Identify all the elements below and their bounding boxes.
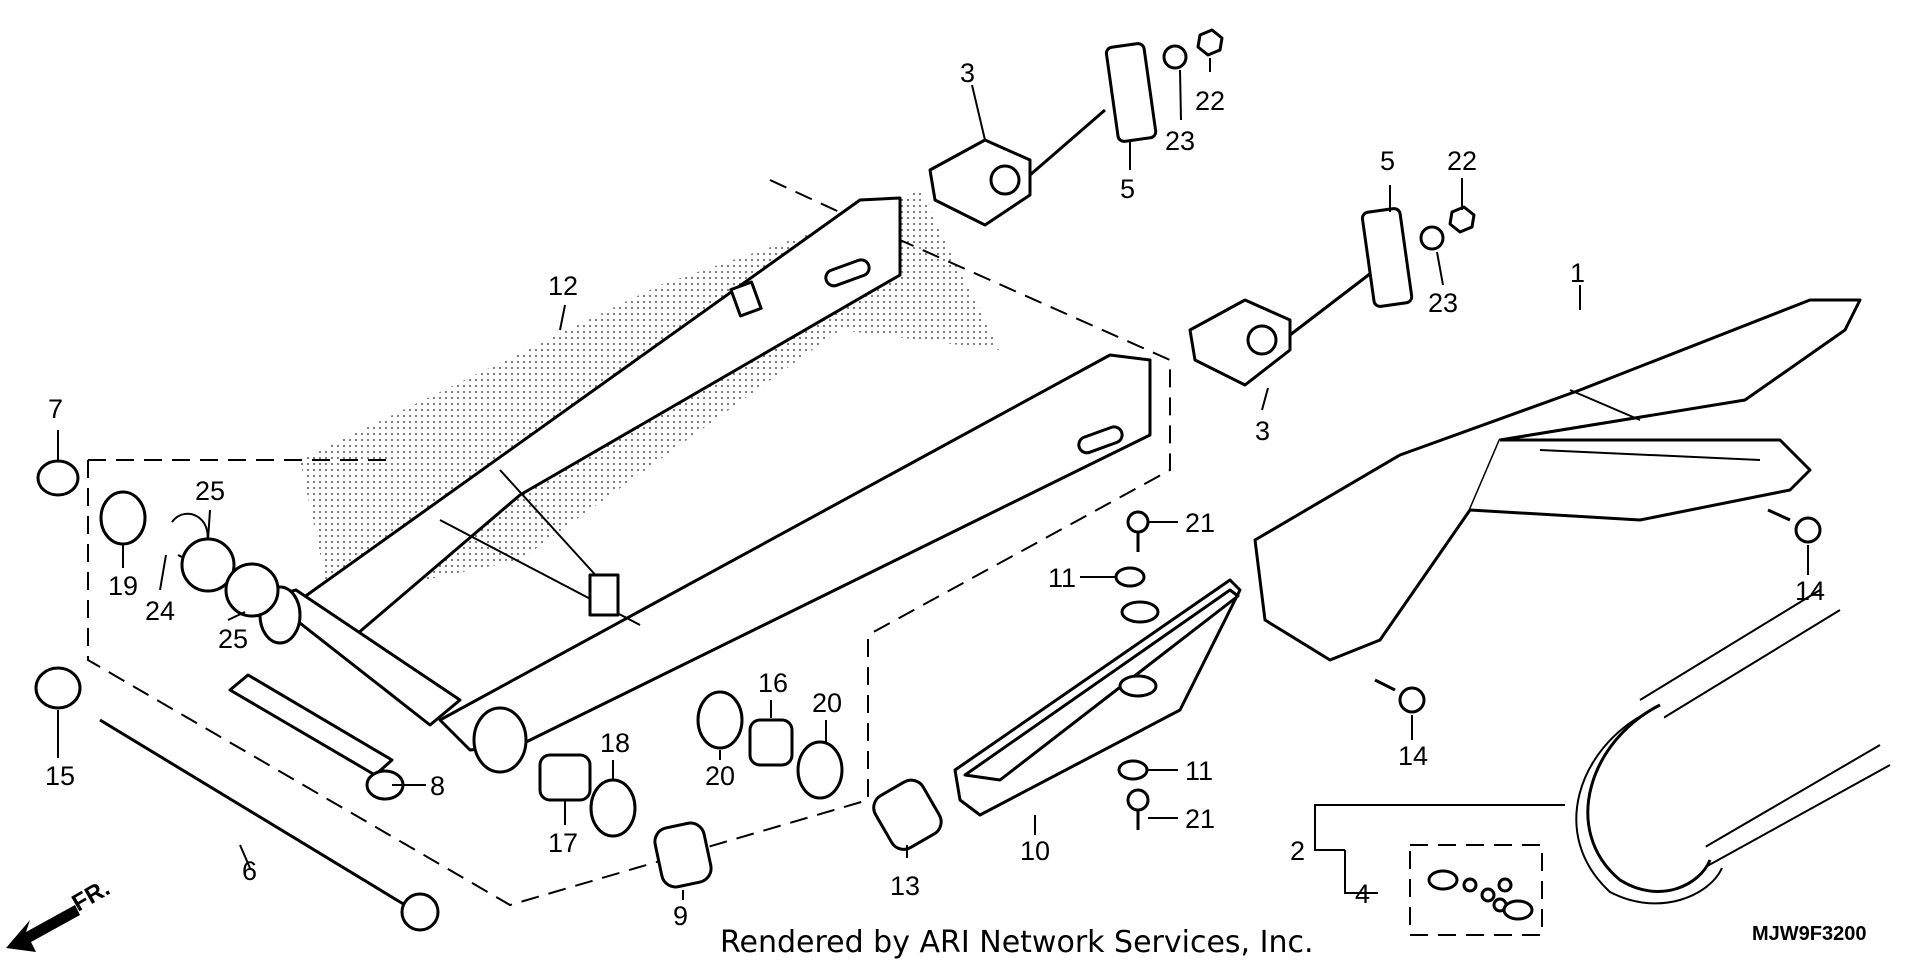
adjuster-lower [1188,268,1376,387]
callout-22-upper: 22 [1195,86,1225,116]
collar-13 [872,778,943,851]
seal-19 [99,490,147,546]
seal-18 [589,778,637,838]
callout-23-lower: 23 [1428,288,1458,318]
callout-20-right: 20 [812,688,842,718]
callout-22-lower: 22 [1447,146,1477,176]
callout-14-left: 14 [1398,741,1428,771]
callout-13: 13 [890,871,920,901]
callout-19: 19 [108,571,138,601]
pivot-bolt [99,718,440,932]
callout-15: 15 [45,761,75,791]
bolt-14-right [1767,508,1822,544]
callout-24: 24 [145,596,175,626]
callout-20-left: 20 [705,761,735,791]
callout-4: 4 [1355,879,1370,909]
callout-5-upper: 5 [1120,174,1135,204]
callout-1: 1 [1570,258,1585,288]
callout-2: 2 [1290,836,1305,866]
callout-6: 6 [242,856,257,886]
callout-21-lower: 21 [1185,804,1215,834]
swingarm [258,190,1152,774]
leader-lines [57,58,1809,900]
callout-3-lower: 3 [1255,416,1270,446]
callout-16: 16 [758,668,788,698]
footer-credit: Rendered by ARI Network Services, Inc. [720,925,1314,960]
diagram-code: MJW9F3200 [1752,923,1867,945]
callout-25-lower: 25 [218,624,248,654]
bearing-25b [224,562,280,618]
adjuster-upper [928,108,1106,227]
bushing-17 [538,753,592,802]
callout-5-lower: 5 [1380,146,1395,176]
callout-18: 18 [600,728,630,758]
dashed-group-chain-parts [1409,844,1543,936]
callout-10: 10 [1020,836,1050,866]
callout-17: 17 [548,828,578,858]
callout-25-upper: 25 [195,476,225,506]
callout-numbers: 1 2 3 3 4 5 5 6 7 8 9 10 11 11 12 13 14 … [45,58,1825,931]
callout-12: 12 [548,271,578,301]
screw-21-lower [1126,788,1150,830]
front-direction-arrow: FR. [6,874,114,952]
nut-lower [1448,205,1476,234]
washer-upper [1162,44,1188,70]
clip-11-lower [1117,759,1149,781]
nut-upper [1196,28,1224,57]
callout-9: 9 [673,901,688,931]
adjuster-plate-upper [1104,42,1158,143]
seal-20a [696,690,744,750]
master-link-kit [1427,869,1534,921]
callout-8: 8 [430,771,445,801]
callout-14-right: 14 [1795,576,1825,606]
nut-15 [34,666,82,710]
callout-11-lower: 11 [1185,756,1213,786]
collar-8 [228,673,405,801]
seal-20b [796,740,844,800]
chain-case [1253,298,1862,662]
callout-7: 7 [48,394,63,424]
clip-11-upper [1114,566,1146,588]
bushing-16 [748,718,794,767]
callout-21-upper: 21 [1185,508,1215,538]
chain-slider [953,578,1242,817]
callout-23-upper: 23 [1165,126,1195,156]
screw-21-upper [1126,510,1150,552]
callout-11-upper: 11 [1048,563,1076,593]
adjuster-plate-lower [1360,207,1414,308]
drive-chain [1575,589,1891,905]
washer-lower [1419,225,1445,251]
callout-3-upper: 3 [960,58,975,88]
collar-9 [653,821,713,889]
bolt-14-left [1374,678,1426,714]
collar-7 [36,459,80,497]
